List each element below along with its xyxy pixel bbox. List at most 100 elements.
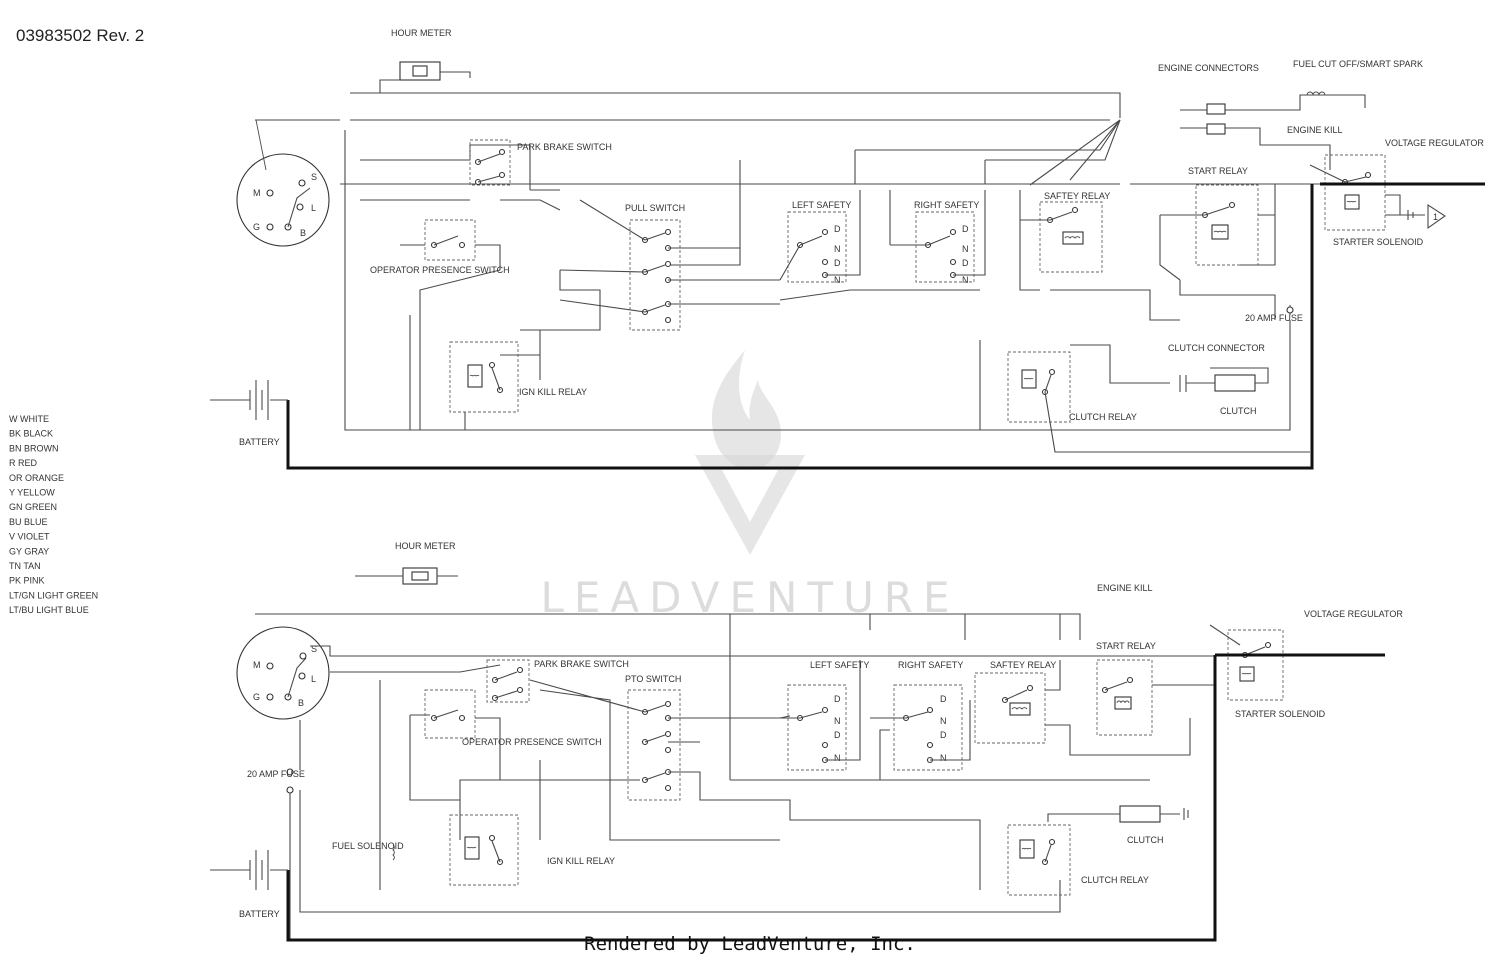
operator-presence-switch-top <box>424 219 476 261</box>
svg-text:D: D <box>834 258 841 268</box>
left-safety-label-bottom: LEFT SAFETY <box>810 660 869 670</box>
svg-text:N: N <box>834 716 841 726</box>
bottom-labels: HOUR METER PARK BRAKE SWITCH OPERATOR PR… <box>239 541 1403 919</box>
legend-entry: V VIOLET <box>9 532 50 542</box>
svg-text:M: M <box>253 660 261 670</box>
operator-presence-switch-bottom <box>424 689 476 739</box>
legend-entry: W WHITE <box>9 414 49 424</box>
operator-presence-label-top: OPERATOR PRESENCE SWITCH <box>370 265 510 275</box>
svg-text:L: L <box>311 674 316 684</box>
pto-switch-label-bottom: PTO SWITCH <box>625 674 681 684</box>
start-relay-label-top: START RELAY <box>1188 166 1248 176</box>
svg-text:S: S <box>311 644 317 654</box>
park-brake-label-top: PARK BRAKE SWITCH <box>517 142 612 152</box>
start-relay-bottom <box>1096 659 1153 736</box>
hour-meter-label-bottom: HOUR METER <box>395 541 456 551</box>
fuse-top <box>1286 306 1294 314</box>
ignition-switch-top <box>236 153 330 247</box>
battery-label-bottom: BATTERY <box>239 909 280 919</box>
clutch-relay-label-top: CLUTCH RELAY <box>1069 412 1137 422</box>
park-brake-label-bottom: PARK BRAKE SWITCH <box>534 659 629 669</box>
svg-text:D: D <box>834 694 841 704</box>
ign-kill-relay-bottom <box>449 814 519 886</box>
engine-kill-label-bottom: ENGINE KILL <box>1097 583 1153 593</box>
starter-solenoid-label-bottom: STARTER SOLENOID <box>1235 709 1326 719</box>
footer-credit: Rendered by LeadVenture, Inc. <box>584 933 916 955</box>
fuse-label-bottom: 20 AMP FUSE <box>247 769 305 779</box>
ign-kill-relay-label-top: IGN KILL RELAY <box>519 387 587 397</box>
starter-solenoid-top <box>1324 154 1386 231</box>
legend-entry: R RED <box>9 458 38 468</box>
svg-text:D: D <box>834 224 841 234</box>
legend-entry: OR ORANGE <box>9 473 64 483</box>
document-number: 03983502 Rev. 2 <box>16 26 144 45</box>
voltage-regulator-label-top: VOLTAGE REGULATOR <box>1385 138 1484 148</box>
safety-relay-top <box>1039 201 1103 273</box>
legend-entry: Y YELLOW <box>9 488 55 498</box>
park-brake-switch-top <box>469 139 511 186</box>
svg-text:N: N <box>834 753 841 763</box>
voltage-regulator-label-bottom: VOLTAGE REGULATOR <box>1304 609 1403 619</box>
left-safety-top <box>787 211 847 283</box>
svg-text:D: D <box>962 224 969 234</box>
park-brake-switch-bottom <box>486 659 530 703</box>
svg-text:N: N <box>962 244 969 254</box>
clutch-label-top: CLUTCH <box>1220 406 1257 416</box>
svg-text:B: B <box>300 228 306 238</box>
battery-label-top: BATTERY <box>239 437 280 447</box>
color-legend: W WHITE BK BLACK BN BROWN R RED OR ORANGE Y Y… <box>9 414 98 615</box>
legend-entry: LT/GN LIGHT GREEN <box>9 590 98 600</box>
ign-kill-relay-label-bottom: IGN KILL RELAY <box>547 856 615 866</box>
svg-text:G: G <box>253 692 260 702</box>
svg-text:1: 1 <box>1433 212 1438 222</box>
right-safety-label-top: RIGHT SAFETY <box>914 200 979 210</box>
engine-connectors-label-top: ENGINE CONNECTORS <box>1158 63 1259 73</box>
watermark-text: LEADVENTURE <box>540 573 959 622</box>
hour-meter-label-top: HOUR METER <box>391 28 452 38</box>
engine-kill-label-top: ENGINE KILL <box>1287 125 1343 135</box>
clutch-connector-label-top: CLUTCH CONNECTOR <box>1168 343 1265 353</box>
pull-switch-top <box>629 219 681 331</box>
safety-relay-label-bottom: SAFTEY RELAY <box>990 660 1056 670</box>
clutch-coil-top <box>1214 374 1256 392</box>
svg-text:G: G <box>253 222 260 232</box>
legend-entry: BN BROWN <box>9 443 59 453</box>
pto-switch-bottom <box>627 689 681 801</box>
fuel-solenoid-label-bottom: FUEL SOLENOID <box>332 841 404 851</box>
fuel-solenoid-coil <box>392 844 395 861</box>
svg-text:N: N <box>940 716 947 726</box>
svg-text:L: L <box>311 203 316 213</box>
legend-entry: GN GREEN <box>9 502 57 512</box>
right-safety-bottom <box>893 684 963 771</box>
starter-solenoid-bottom <box>1227 629 1284 701</box>
pull-switch-label-top: PULL SWITCH <box>625 203 685 213</box>
svg-text:N: N <box>834 244 841 254</box>
svg-text:D: D <box>834 730 841 740</box>
clutch-relay-label-bottom: CLUTCH RELAY <box>1081 875 1149 885</box>
top-diagram: M G S L B <box>210 61 1485 470</box>
ign-kill-relay-top <box>449 341 519 413</box>
start-relay-label-bottom: START RELAY <box>1096 641 1156 651</box>
svg-text:S: S <box>311 172 317 182</box>
operator-presence-label-bottom: OPERATOR PRESENCE SWITCH <box>462 737 602 747</box>
safety-relay-label-top: SAFTEY RELAY <box>1044 191 1110 201</box>
clutch-label-bottom: CLUTCH <box>1127 835 1164 845</box>
left-safety-bottom <box>787 684 847 771</box>
svg-text:D: D <box>940 730 947 740</box>
top-labels: HOUR METER PARK BRAKE SWITCH OPERATOR PR… <box>239 28 1484 447</box>
clutch-coil-bottom <box>1119 805 1161 823</box>
svg-text:D: D <box>962 258 969 268</box>
clutch-relay-bottom <box>1007 824 1071 896</box>
right-safety-top <box>915 211 975 283</box>
legend-entry: BK BLACK <box>9 429 53 439</box>
safety-relay-bottom <box>974 672 1046 744</box>
left-safety-label-top: LEFT SAFETY <box>792 200 851 210</box>
fuse-bottom <box>286 768 294 776</box>
legend-entry: TN TAN <box>9 561 41 571</box>
fuel-cutoff-label-top: FUEL CUT OFF/SMART SPARK <box>1293 59 1423 69</box>
svg-text:B: B <box>298 698 304 708</box>
bottom-diagram: M G S L B <box>210 567 1385 942</box>
start-relay-top <box>1195 184 1259 266</box>
fuse-label-top: 20 AMP FUSE <box>1245 313 1303 323</box>
